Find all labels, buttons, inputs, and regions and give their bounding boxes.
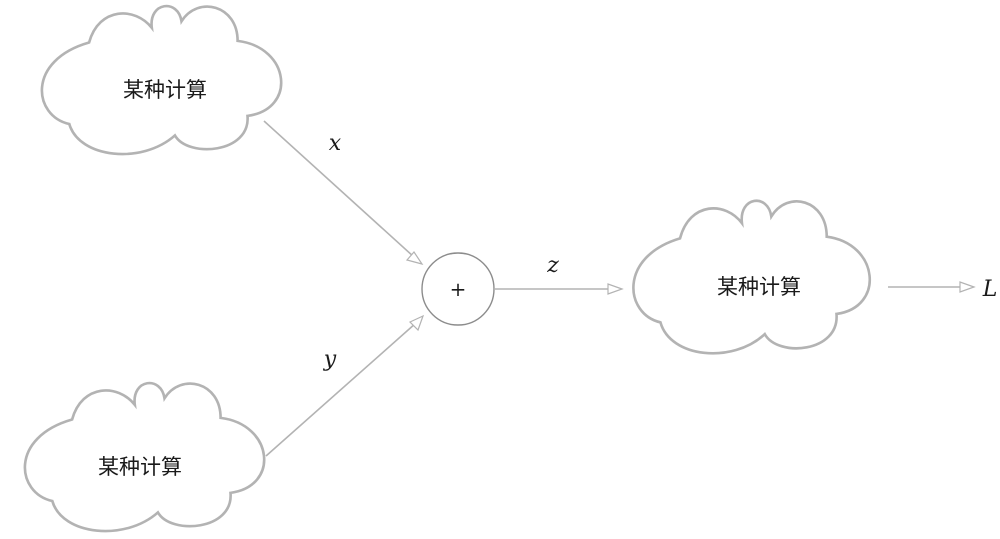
output-label: L [982,277,998,302]
edge-z-label: z [546,253,559,278]
edge-output-arrowhead [959,281,976,293]
edge-z-arrowhead [607,283,624,295]
edge-y-line [265,322,417,457]
plus-operator: + [450,277,467,301]
edge-y-label: y [323,347,337,372]
cloud-bottom-left-label: 某种计算 [98,455,182,479]
cloud-top-left-label: 某种计算 [123,78,207,102]
edge-x-arrowhead [405,251,424,265]
edge-x-label: x [329,131,342,156]
cloud-right-label: 某种计算 [717,275,801,299]
edge-y-arrowhead [408,314,425,332]
edge-x-line [263,120,415,258]
